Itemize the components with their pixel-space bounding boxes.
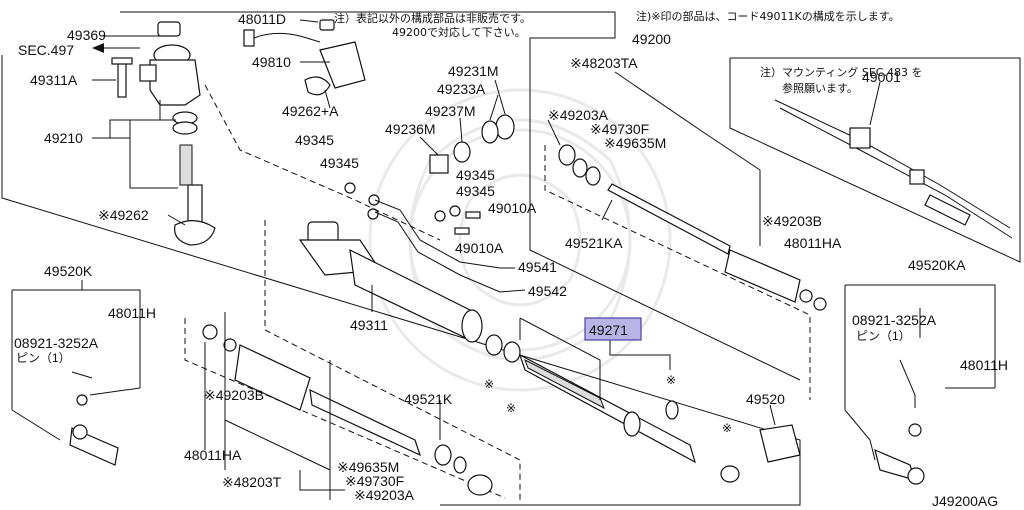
label-49237M: 49237M (425, 103, 476, 119)
label-49231M: 49231M (448, 63, 499, 79)
label-49210: 49210 (44, 130, 83, 146)
label-49520K: 49520K (44, 263, 93, 279)
label-49262A: 49262+A (282, 103, 339, 119)
label-star-c: ※ (666, 373, 676, 387)
label-48011HA-right: 48011HA (784, 235, 842, 251)
label-49203A-bot: ※49203A (354, 487, 415, 503)
bushing-49520 (720, 424, 801, 483)
label-pin-left: ピン（1） (16, 351, 71, 365)
label-49203B-left: ※49203B (204, 387, 264, 403)
sec-arrow-head (92, 43, 104, 53)
label-49271: 49271 (589, 322, 628, 338)
assembly-frame-left (1, 55, 801, 506)
label-49203A-top: ※49203A (548, 107, 609, 123)
inner-tie-rod-left (202, 324, 493, 496)
label-star-a: ※ (484, 377, 494, 391)
dash-box-main (264, 220, 521, 500)
inner-tie-rod-right (558, 144, 827, 311)
label-08921-right: 08921-3252A (852, 312, 937, 328)
valve-housing (111, 21, 216, 246)
label-48203T: ※48203T (222, 474, 282, 490)
label-49311A: 49311A (30, 72, 78, 88)
label-49010A-b: 49010A (455, 240, 504, 256)
label-star-d: ※ (722, 421, 732, 435)
pipe-49542 (374, 211, 501, 293)
label-49262: ※49262 (98, 207, 149, 223)
label-49730F-bot: ※49730F (345, 473, 404, 489)
diagram-id: J49200AG (932, 493, 998, 509)
label-49635M-bot: ※49635M (337, 459, 399, 475)
tie-rod-end-left (69, 394, 119, 466)
gear-housing (298, 221, 483, 343)
label-star-b: ※ (506, 401, 516, 415)
label-49542: 49542 (528, 283, 567, 299)
label-49345-b: 49345 (320, 155, 359, 171)
label-sec497: SEC.497 (18, 42, 74, 58)
label-48011H-left: 48011H (108, 305, 156, 321)
label-48011H-right: 48011H (960, 357, 1008, 373)
seal-parts-center (344, 114, 515, 235)
label-49520KA: 49520KA (908, 257, 966, 273)
label-49730F-top: ※49730F (590, 121, 649, 137)
label-49311: 49311 (350, 317, 388, 333)
label-49345-d: 49345 (456, 183, 495, 199)
note-mounting-2: 参照願います。 (782, 81, 858, 95)
dash-box-right (544, 145, 811, 400)
assembly-49001 (774, 99, 1013, 239)
label-49233A: 49233A (437, 81, 486, 97)
label-49200: 49200 (632, 31, 671, 47)
label-49521K: 49521K (404, 391, 453, 407)
sensor-assembly (243, 19, 366, 96)
label-pin-right: ピン（1） (856, 329, 911, 343)
tie-rod-end-right (874, 423, 925, 485)
label-48011HA-left: 48011HA (184, 447, 242, 463)
label-49541: 49541 (518, 259, 557, 275)
label-48203TA: ※48203TA (570, 55, 638, 71)
label-48011D: 48011D (238, 11, 286, 27)
highlight-box-49271 (584, 317, 642, 341)
label-49001: 49001 (862, 69, 901, 85)
note-top-left-2: 49200で対応して下さい。 (392, 25, 526, 39)
mounting-frame (729, 57, 1021, 263)
label-49369: 49369 (67, 27, 106, 43)
note-top-left-1: 注）表記以外の構成部品は非販売です。 (334, 11, 531, 25)
label-49236M: 49236M (385, 121, 436, 137)
label-49010A-a: 49010A (488, 200, 537, 216)
label-08921-left: 08921-3252A (14, 335, 99, 351)
label-49345-a: 49345 (295, 132, 334, 148)
note-mounting-1: 注）マウンティング SEC.483 を (760, 65, 922, 79)
label-49203B-right: ※49203B (762, 213, 822, 229)
label-49635M-top: ※49635M (604, 135, 666, 151)
label-49345-c: 49345 (456, 167, 495, 183)
label-49521KA: 49521KA (565, 235, 623, 251)
pipe-49541 (374, 199, 501, 269)
note-top-right: 注)※印の部品は、コード49011Kの構成を示します。 (636, 9, 900, 23)
label-49810: 49810 (252, 54, 291, 70)
label-49520: 49520 (746, 391, 785, 407)
rack-bar (485, 334, 696, 464)
dash-box-left (184, 318, 506, 499)
assembly-frame-top (120, 11, 801, 381)
